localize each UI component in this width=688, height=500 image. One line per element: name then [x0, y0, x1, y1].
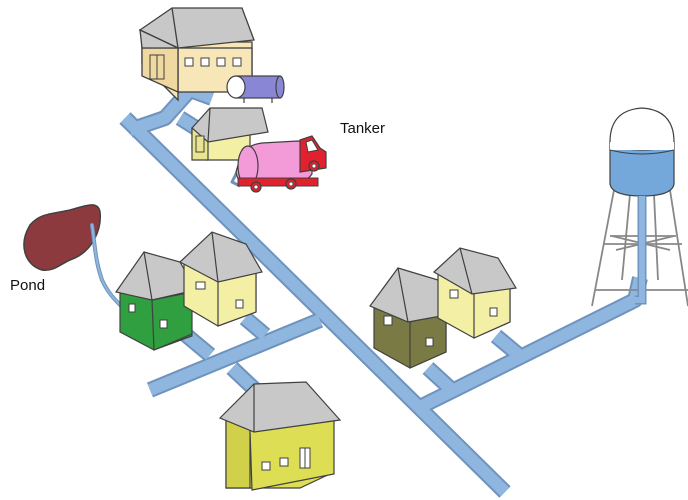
house-yellow	[218, 381, 342, 491]
house-olive	[369, 267, 453, 369]
storage-tank	[226, 75, 285, 103]
house-cream-left	[178, 231, 263, 327]
tanker-truck	[235, 135, 327, 193]
pump-house	[191, 107, 269, 161]
pond	[23, 204, 127, 312]
house-green	[114, 251, 197, 351]
water-tower	[591, 107, 688, 307]
house-cream-right	[432, 247, 517, 339]
pond-label: Pond	[10, 277, 45, 294]
tanker-label: Tanker	[340, 120, 385, 137]
warehouse	[138, 7, 255, 102]
